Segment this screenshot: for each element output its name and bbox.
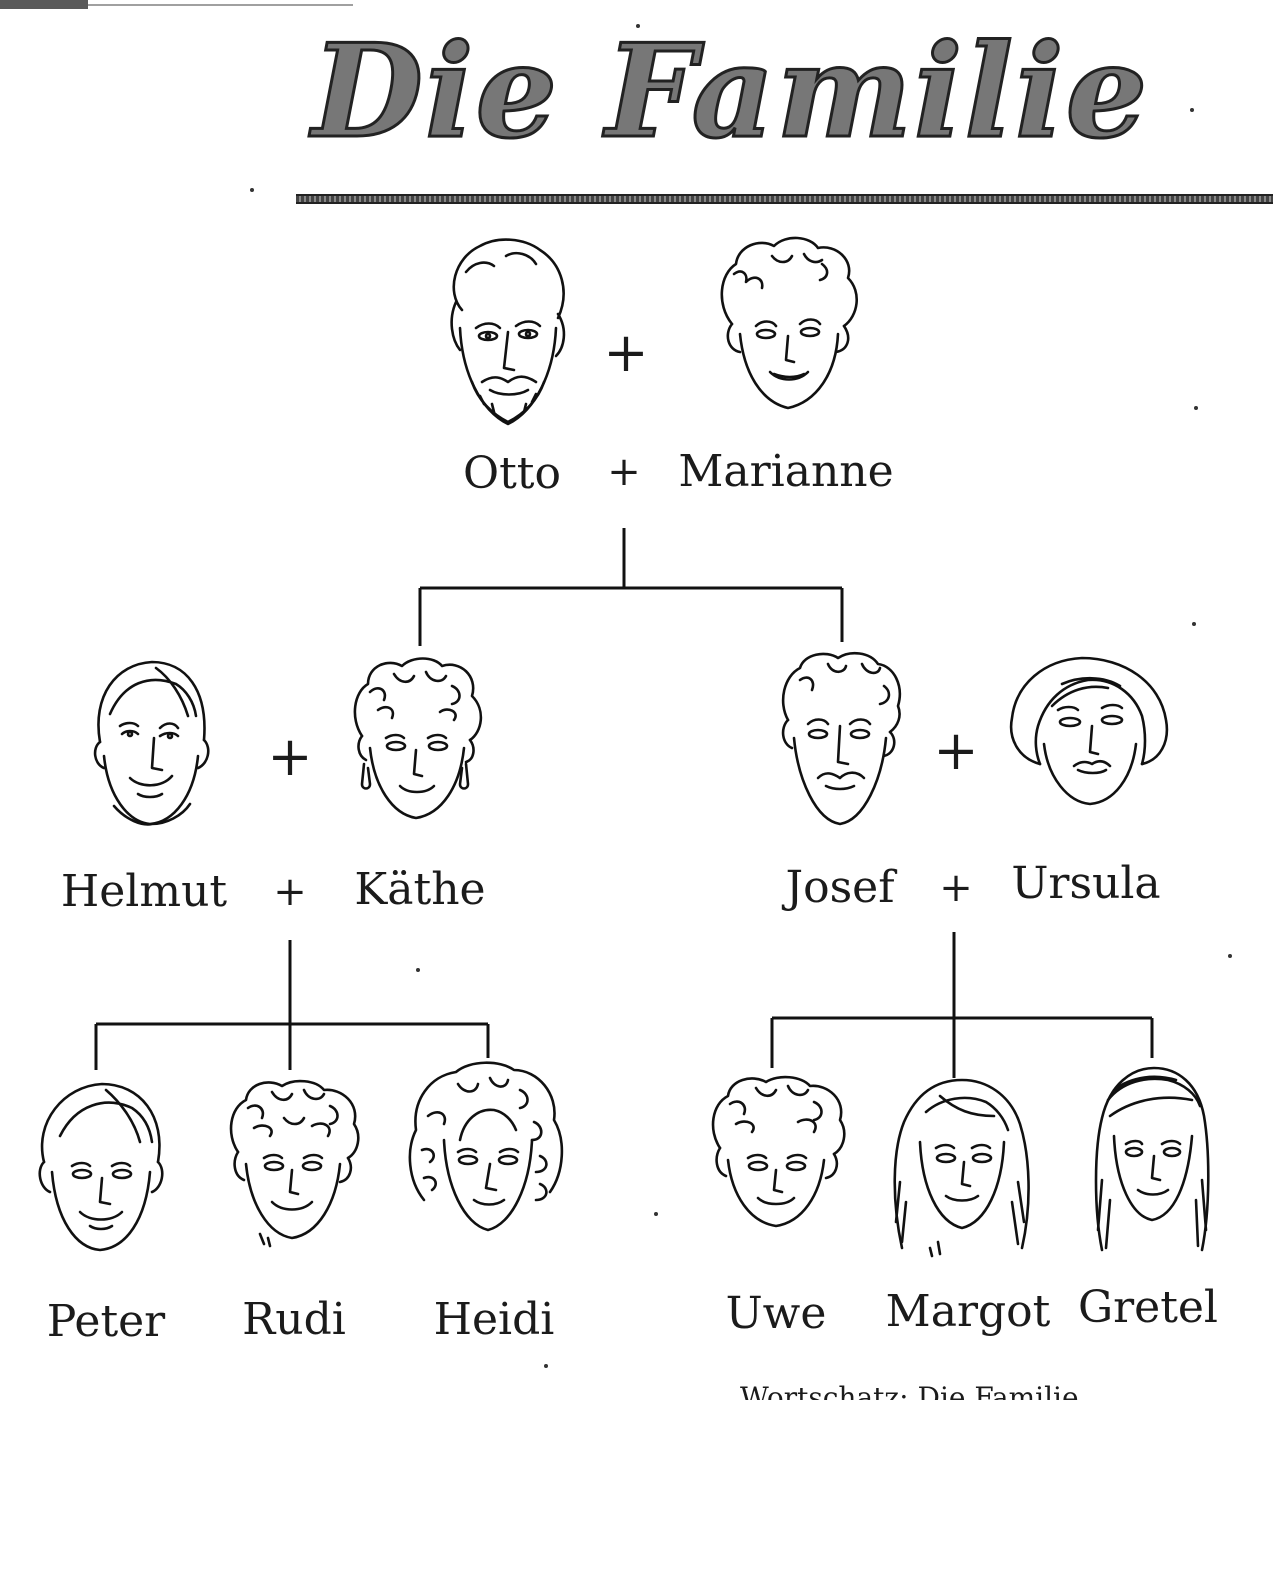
child-name: Peter — [46, 1296, 166, 1347]
man-face-icon — [86, 656, 212, 828]
plus-sign: + — [273, 869, 307, 915]
plus-sign: + — [607, 449, 641, 495]
child-name: Rudi — [242, 1294, 346, 1345]
child-name: Gretel — [1077, 1282, 1219, 1333]
photocopy-speck — [416, 968, 420, 972]
curly-haired-woman-face-icon — [712, 234, 864, 414]
photocopy-speck — [1228, 954, 1232, 958]
mustached-man-face-icon — [774, 650, 904, 828]
photocopy-speck — [544, 1364, 548, 1368]
bob-haired-woman-face-icon — [1004, 654, 1172, 814]
curly-haired-boy-face-icon — [224, 1078, 362, 1248]
page-edge-mark — [0, 0, 88, 9]
page-edge-line — [88, 4, 353, 6]
curly-haired-girl-face-icon — [404, 1060, 568, 1240]
plus-sign: + — [603, 321, 649, 384]
parent-right-father-name: Josef — [785, 862, 895, 913]
plus-sign: + — [939, 865, 973, 911]
photocopy-speck — [654, 1212, 658, 1216]
title-underline — [296, 194, 1273, 204]
grandfather-name: Otto — [463, 448, 561, 499]
child-name: Uwe — [725, 1288, 827, 1339]
photocopy-speck — [1190, 108, 1194, 112]
plus-sign: + — [933, 719, 979, 782]
long-haired-girl-face-icon — [886, 1072, 1036, 1258]
boy-face-icon — [30, 1076, 170, 1254]
parent-left-mother-name: Käthe — [354, 864, 486, 915]
footer-caption-clip: Wortschatz: Die Familie — [740, 1376, 1120, 1401]
curly-haired-woman-face-icon — [348, 656, 486, 826]
parent-right-mother-name: Ursula — [1011, 858, 1161, 909]
long-haired-girl-face-icon — [1092, 1060, 1212, 1256]
photocopy-speck — [636, 24, 640, 28]
bearded-man-face-icon — [436, 232, 578, 428]
child-name: Heidi — [433, 1294, 555, 1345]
child-name: Margot — [885, 1286, 1051, 1337]
plus-sign: + — [267, 725, 313, 788]
photocopy-speck — [1192, 622, 1196, 626]
footer-caption: Wortschatz: Die Familie — [740, 1381, 1079, 1401]
curly-haired-boy-face-icon — [706, 1074, 850, 1234]
grandmother-name: Marianne — [678, 446, 894, 497]
photocopy-speck — [1194, 406, 1198, 410]
page-title: Die Familie — [310, 17, 1150, 167]
photocopy-speck — [250, 188, 254, 192]
parent-left-father-name: Helmut — [60, 866, 228, 917]
